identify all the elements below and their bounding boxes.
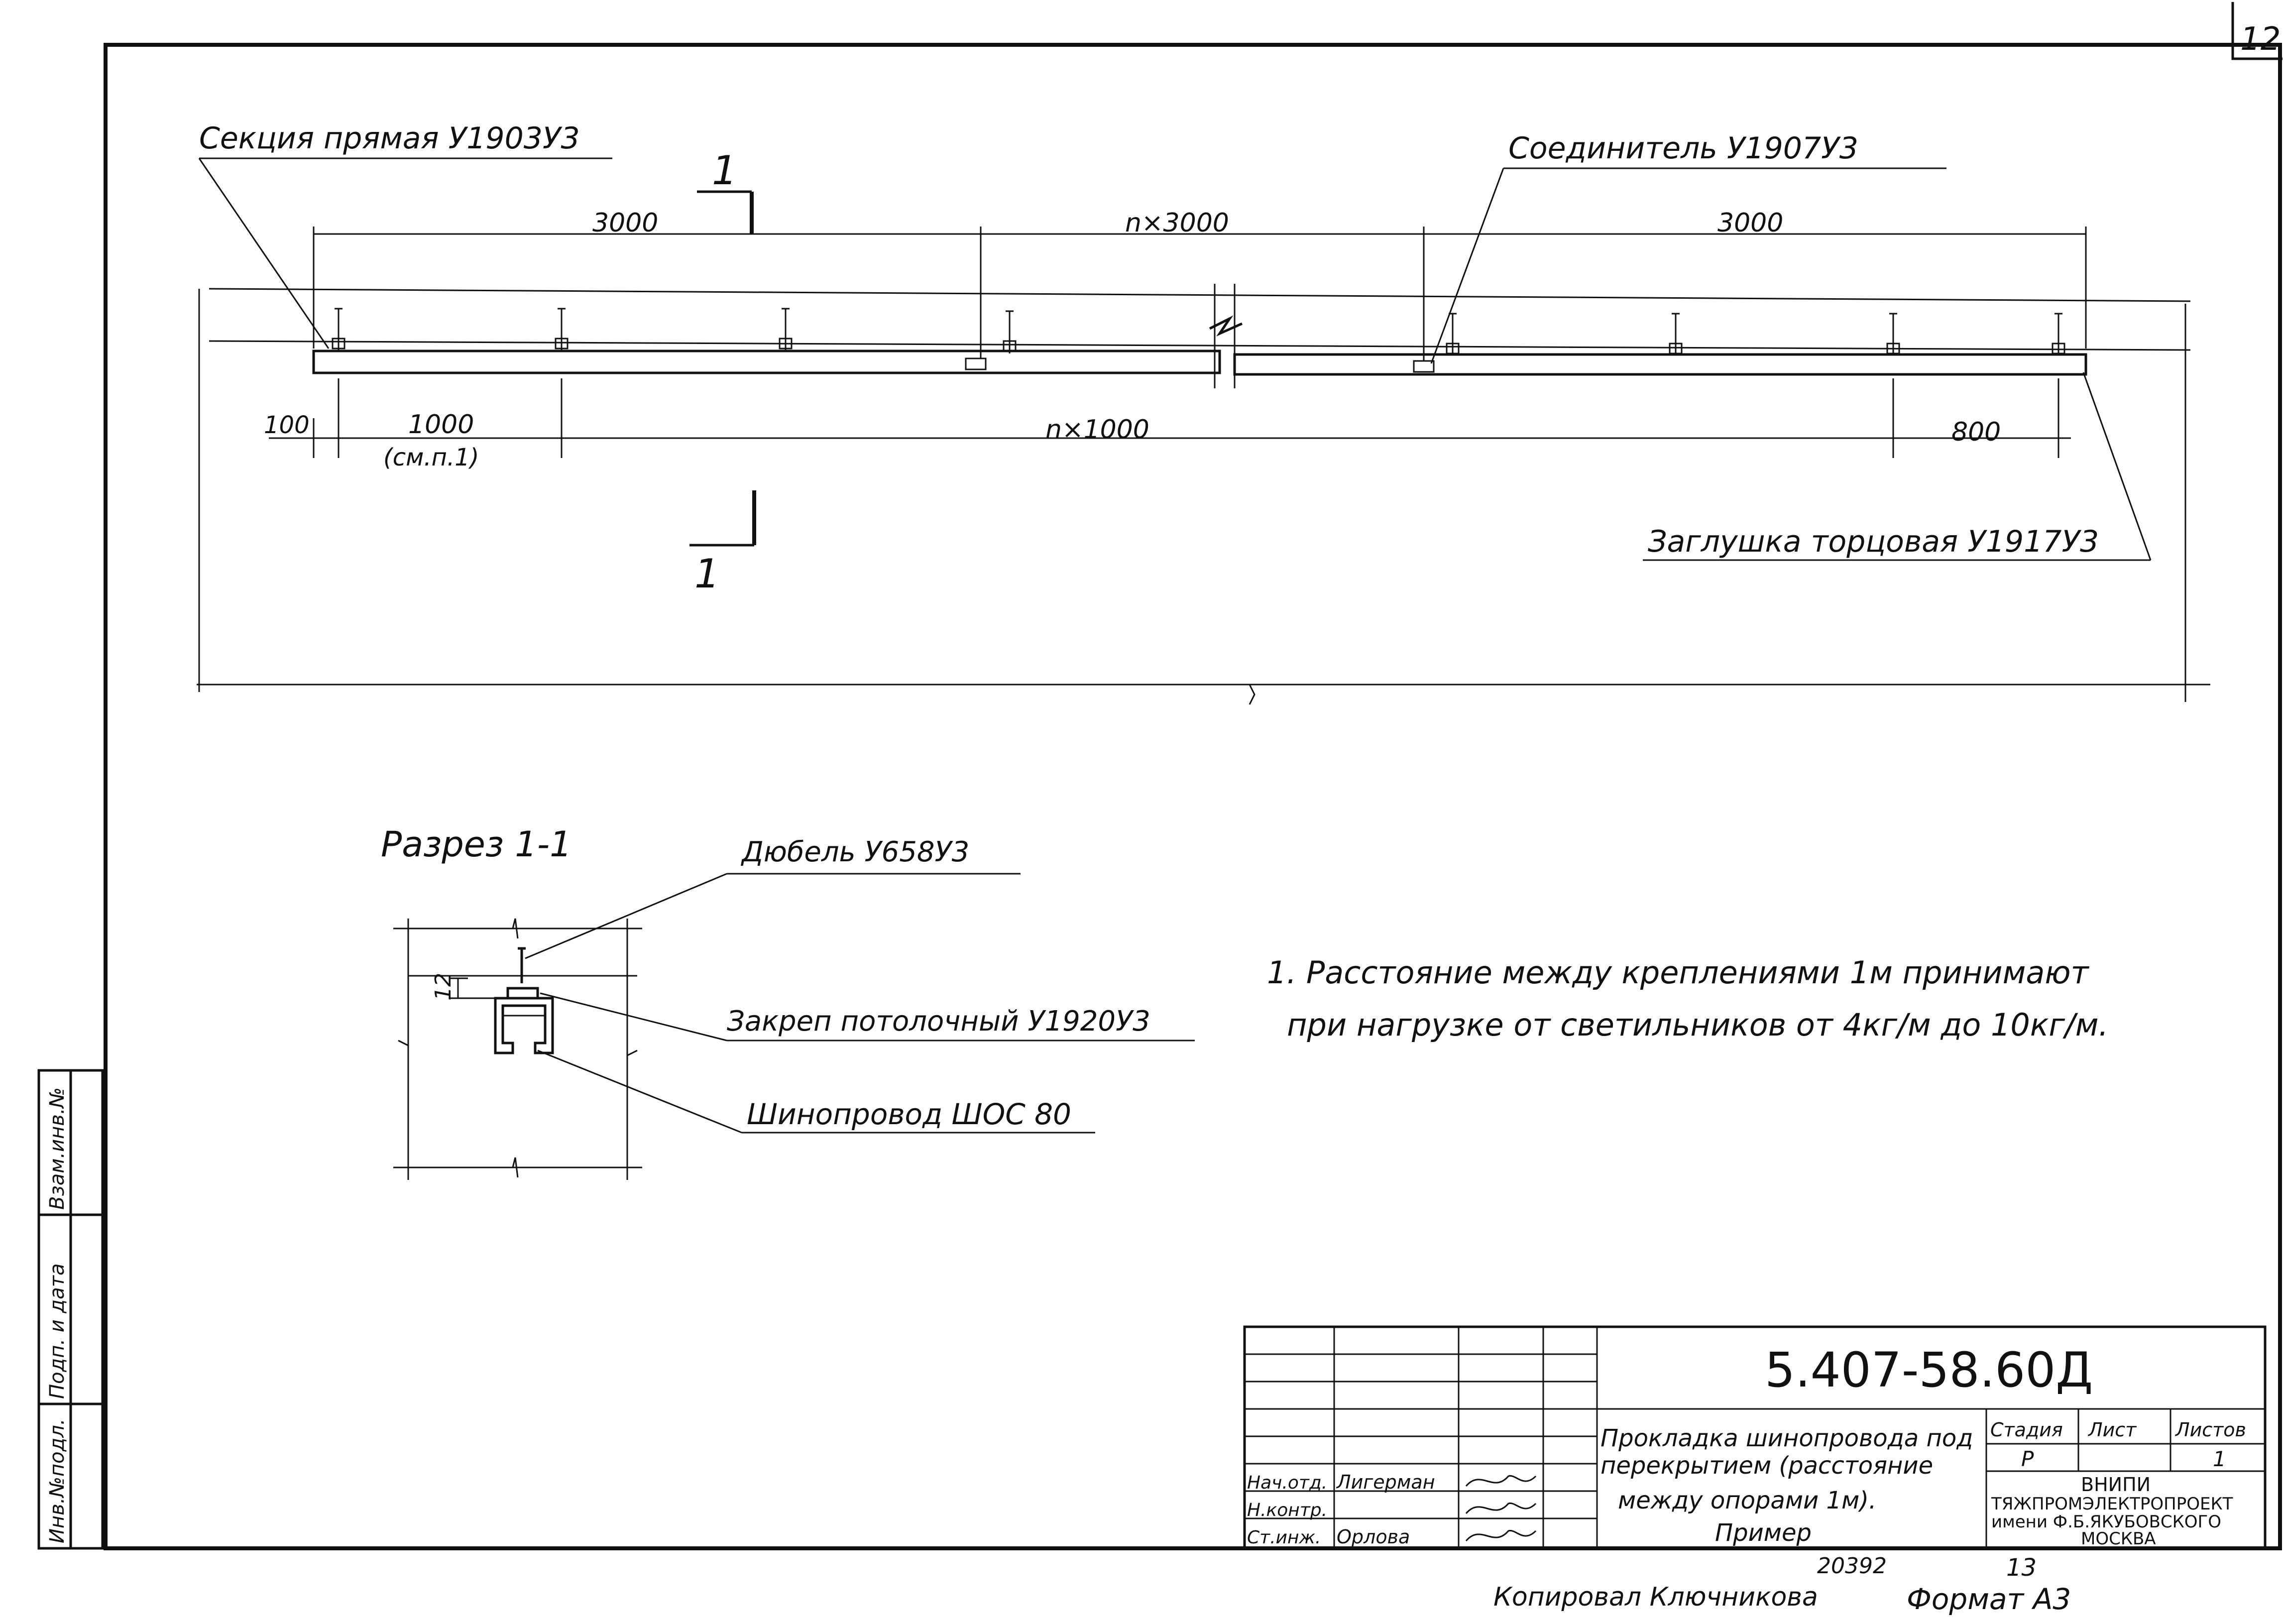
title-line-3: между опорами 1м). — [1618, 1487, 1876, 1514]
drawing-frame — [104, 2, 2283, 1550]
role-3: Ст.инж. — [1247, 1527, 1321, 1548]
side-stamp-cell-1: Взам.инв.№ — [46, 1087, 69, 1210]
org-line-1: ВНИПИ — [2081, 1474, 2151, 1496]
name-3: Орлова — [1337, 1526, 1410, 1548]
note: 1. Расстояние между креплениями 1м прини… — [1267, 954, 2108, 1043]
doc-code: 5.407-58.60Д — [1765, 1342, 2093, 1398]
cut-mark-bottom: 1 — [694, 551, 720, 597]
val-sheets: 1 — [2213, 1447, 2226, 1471]
dim-top-right: 3000 — [1717, 208, 1783, 238]
role-2: Н.контр. — [1247, 1500, 1327, 1520]
title-block: 5.407-58.60Д Прокладка шинопровода под п… — [1243, 1325, 2267, 1550]
label-connector: Соединитель У1907У3 — [1508, 131, 1858, 166]
section-title: Разрез 1-1 — [381, 824, 572, 865]
label-busbar: Шинопровод ШОС 80 — [747, 1097, 1071, 1131]
col-sheet: Лист — [2087, 1419, 2137, 1441]
dim-top-left: 3000 — [592, 208, 658, 238]
val-stage: Р — [2021, 1447, 2034, 1471]
footer: Копировал Ключникова 20392 13 Формат А3 — [1493, 1553, 2071, 1616]
section-view: Разрез 1-1 12 Дюбель У658У3 Закреп потол… — [381, 824, 1195, 1180]
col-sheets: Листов — [2174, 1419, 2246, 1441]
role-1: Нач.отд. — [1247, 1473, 1327, 1493]
side-stamp-cell-3: Инв.№подл. — [46, 1418, 69, 1543]
title-line-4: Пример — [1715, 1519, 1812, 1547]
name-1: Лигерман — [1336, 1471, 1435, 1493]
plan-view: 3000 n×3000 3000 100 1000 (см.п.1) n×100… — [197, 121, 2210, 705]
dim-bot-note: (см.п.1) — [383, 444, 479, 471]
page-number: 12 — [2240, 21, 2281, 58]
col-stage: Стадия — [1990, 1419, 2063, 1441]
dim-12: 12 — [431, 973, 456, 1001]
note-line-2: при нагрузке от светильников от 4кг/м до… — [1287, 1007, 2108, 1043]
side-stamp: Взам.инв.№ Подп. и дата Инв.№подл. — [37, 1069, 104, 1550]
org-line-4: МОСКВА — [2081, 1529, 2156, 1549]
org-line-2: ТЯЖПРОМЭЛЕКТРОПРОЕКТ — [1991, 1494, 2233, 1514]
note-line-1: 1. Расстояние между креплениями 1м прини… — [1267, 954, 2090, 991]
dim-top-mid: n×3000 — [1125, 208, 1229, 238]
label-clamp: Закреп потолочный У1920У3 — [727, 1005, 1150, 1038]
format: Формат А3 — [1907, 1582, 2071, 1616]
cut-mark-top: 1 — [712, 147, 737, 194]
title-line-1: Прокладка шинопровода под — [1600, 1424, 1973, 1452]
dim-bot-1000: 1000 — [408, 410, 474, 440]
label-endcap: Заглушка торцовая У1917У3 — [1648, 524, 2099, 559]
sheet-count: 13 — [2006, 1554, 2037, 1582]
order-no: 20392 — [1817, 1553, 1887, 1579]
org-line-3: имени Ф.Б.ЯКУБОВСКОГО — [1991, 1512, 2221, 1532]
dim-bot-100: 100 — [264, 411, 310, 439]
label-dowel: Дюбель У658У3 — [740, 836, 969, 868]
dim-bot-800: 800 — [1951, 417, 2001, 447]
side-stamp-cell-2: Подп. и дата — [46, 1264, 69, 1399]
dim-bot-n1000: n×1000 — [1045, 415, 1149, 445]
title-line-2: перекрытием (расстояние — [1600, 1452, 1933, 1480]
label-section: Секция прямая У1903У3 — [199, 121, 580, 156]
copied-by: Копировал Ключникова — [1493, 1582, 1818, 1612]
